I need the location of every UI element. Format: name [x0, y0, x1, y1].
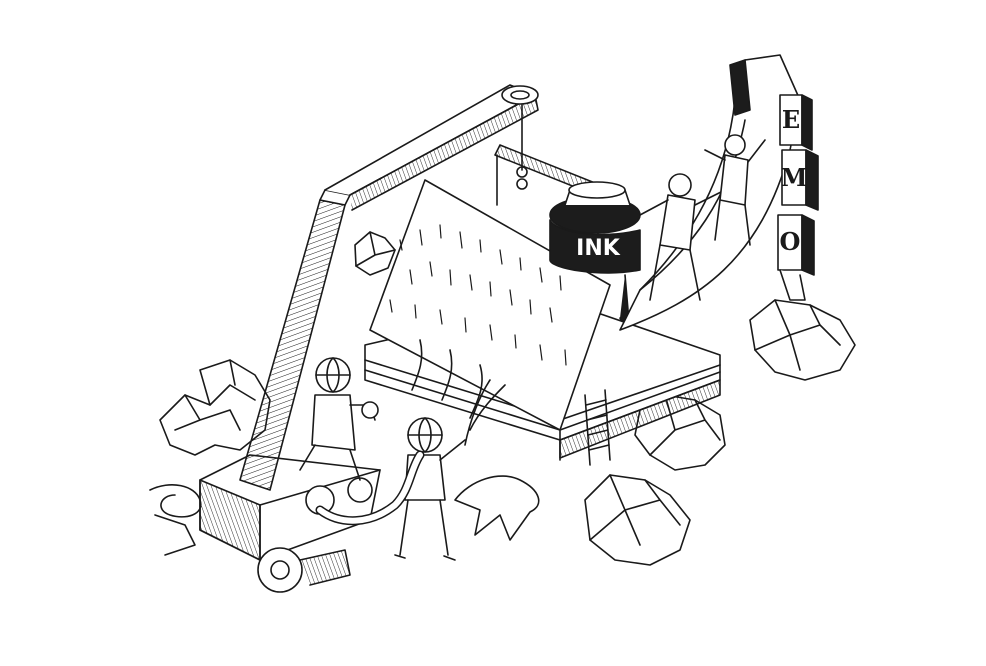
letter-e: E — [782, 105, 800, 134]
open-book-page — [369, 179, 611, 431]
sculpture-letters: E M O — [777, 94, 819, 301]
worker-on-sheet-1 — [639, 173, 726, 301]
crumpled-paper-top — [354, 231, 396, 276]
worker-on-sheet-2 — [704, 134, 766, 246]
ink-bottle: INK — [549, 181, 641, 322]
letter-m: M — [781, 163, 808, 192]
ladder — [584, 389, 611, 466]
crumpled-paper-right — [749, 299, 856, 381]
ink-bottle-label: INK — [576, 236, 621, 261]
ink-hose — [315, 450, 425, 526]
cable-coil — [149, 484, 202, 556]
worker-seated-globe-head — [299, 357, 379, 481]
crane-arm — [239, 84, 539, 491]
curved-sheet-sculpture — [619, 54, 801, 331]
ink-splash — [454, 379, 540, 541]
letter-o: O — [780, 227, 801, 256]
crumpled-paper-bottom — [584, 474, 691, 566]
